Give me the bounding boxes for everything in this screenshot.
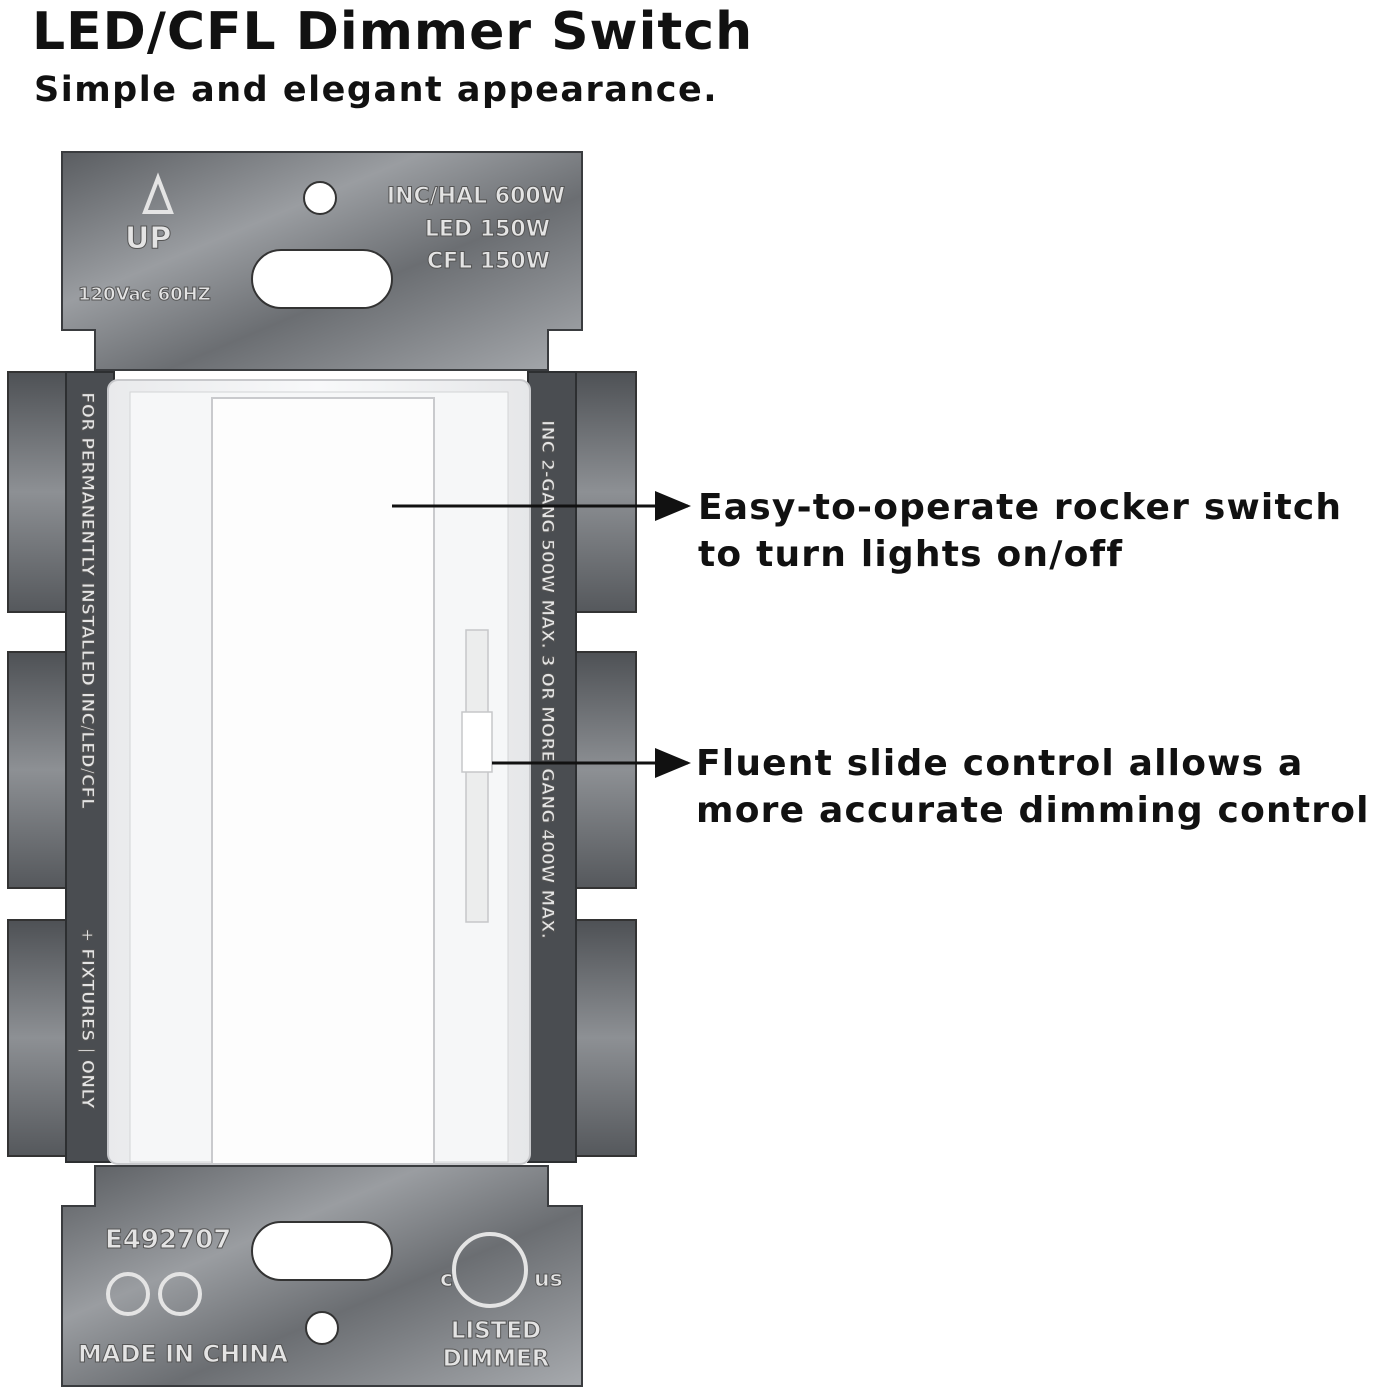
top-mounting-strap: UP INC/HAL 600W LED 150W CFL 150W 120Vac… (61, 151, 583, 371)
top-screw-slot (251, 249, 393, 309)
rocker-callout: Easy-to-operate rocker switch to turn li… (698, 484, 1342, 578)
origin-label: MADE IN CHINA (78, 1340, 288, 1368)
left-rail-text-2: + FIXTURES | ONLY (77, 928, 97, 1109)
voltage-label: 120Vac 60HZ (78, 284, 211, 305)
code-label: E492707 (105, 1225, 231, 1255)
left-rail-text: FOR PERMANENTLY INSTALLED INC/LED/CFL (77, 392, 97, 809)
rating-led: LED 150W (425, 217, 550, 242)
ul-listing-icon (452, 1232, 528, 1308)
rocker-callout-line2: to turn lights on/off (698, 534, 1124, 575)
up-arrow-icon (142, 172, 174, 214)
page-subtitle: Simple and elegant appearance. (34, 70, 719, 110)
side-frame (7, 371, 637, 1163)
bottom-screw-slot (251, 1221, 393, 1281)
slider-callout-line1: Fluent slide control allows a (696, 743, 1304, 784)
rating-cfl: CFL 150W (427, 249, 550, 274)
slider-callout: Fluent slide control allows a more accur… (696, 740, 1370, 834)
listed-label: LISTED (451, 1318, 541, 1344)
bottom-screw-hole (305, 1311, 339, 1345)
rating-inc: INC/HAL 600W (387, 184, 565, 209)
right-rail-text: INC 2-GANG 500W MAX. 3 OR MORE GANG 400W… (537, 420, 557, 939)
bottom-mounting-strap: E492707 c us MADE IN CHINA LISTED DIMMER (61, 1165, 583, 1387)
rocker-callout-line1: Easy-to-operate rocker switch (698, 487, 1343, 528)
slider-callout-line2: more accurate dimming control (696, 790, 1370, 831)
up-label: UP (125, 221, 171, 256)
page-title: LED/CFL Dimmer Switch (32, 2, 754, 62)
al-mark-icon (158, 1272, 202, 1316)
cert-right-label: us (534, 1267, 563, 1292)
top-screw-hole (303, 181, 337, 215)
cu-mark-icon (106, 1272, 150, 1316)
slider-knob[interactable] (461, 711, 493, 773)
cert-left-label: c (440, 1267, 453, 1292)
slide-control[interactable] (461, 629, 493, 923)
dimmer-label: DIMMER (443, 1346, 550, 1372)
rocker-switch[interactable] (211, 397, 435, 1165)
